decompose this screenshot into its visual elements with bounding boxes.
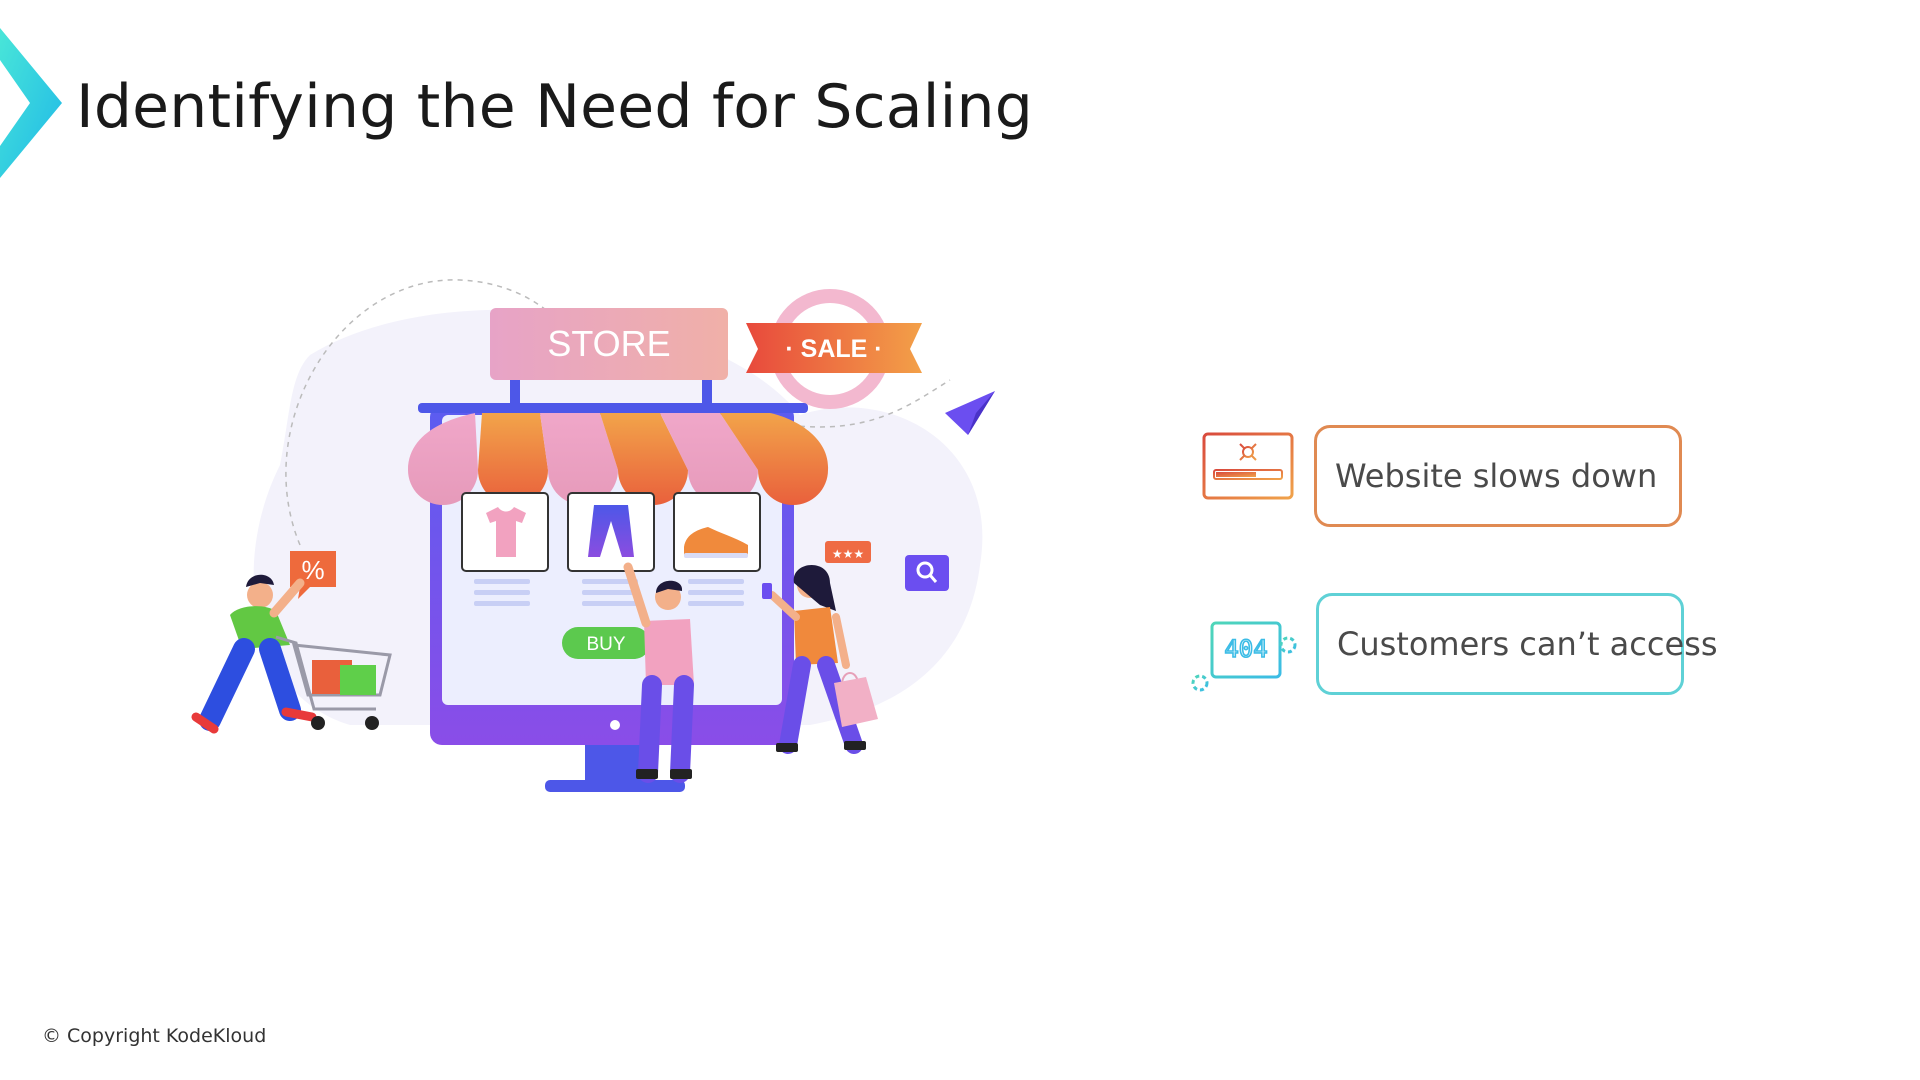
product-card — [461, 492, 549, 606]
gear-icon — [1191, 674, 1209, 692]
shopping-cart-icon — [275, 635, 392, 730]
rating-stars-icon: ★★★ — [825, 541, 871, 563]
svg-text:★★★: ★★★ — [832, 547, 864, 561]
error-404-monitor-icon: 404 — [1191, 621, 1297, 695]
dashed-path — [789, 379, 951, 428]
shopping-bag-icon — [834, 672, 878, 727]
shopper-pointing — [623, 562, 694, 783]
issue-customers-cant-access: Customers can’t access — [1316, 593, 1717, 695]
copyright-notice: © Copyright KodeKloud — [42, 1025, 267, 1047]
percent-badge-label: % — [301, 555, 324, 585]
page-title: Identifying the Need for Scaling — [76, 72, 1034, 142]
buy-button: BUY — [562, 627, 650, 659]
sale-badge-label: · SALE · — [785, 335, 882, 363]
buy-button-label: BUY — [586, 634, 625, 655]
issue-label: Website slows down — [1335, 457, 1658, 495]
gear-icon — [1279, 636, 1297, 654]
search-icon — [905, 555, 949, 591]
product-card — [567, 492, 655, 606]
store-awning — [408, 403, 829, 505]
sneaker-icon — [684, 527, 748, 555]
trousers-icon — [588, 505, 634, 557]
issue-website-slows-down: Website slows down — [1314, 425, 1682, 527]
error-code-label: 404 — [1224, 635, 1267, 663]
shopper-with-cart — [191, 574, 317, 734]
store-sign: STORE — [490, 308, 728, 380]
sale-badge: · SALE · — [746, 289, 922, 409]
paper-plane-icon — [945, 391, 995, 435]
product-card — [673, 492, 761, 606]
brand-chevron-icon — [0, 28, 62, 178]
online-store-illustration: STORE · SALE · — [191, 279, 995, 792]
t-shirt-icon — [486, 507, 526, 557]
issue-label: Customers can’t access — [1337, 625, 1718, 663]
slow-loading-monitor-icon — [1202, 432, 1294, 516]
store-sign-label: STORE — [547, 323, 670, 364]
